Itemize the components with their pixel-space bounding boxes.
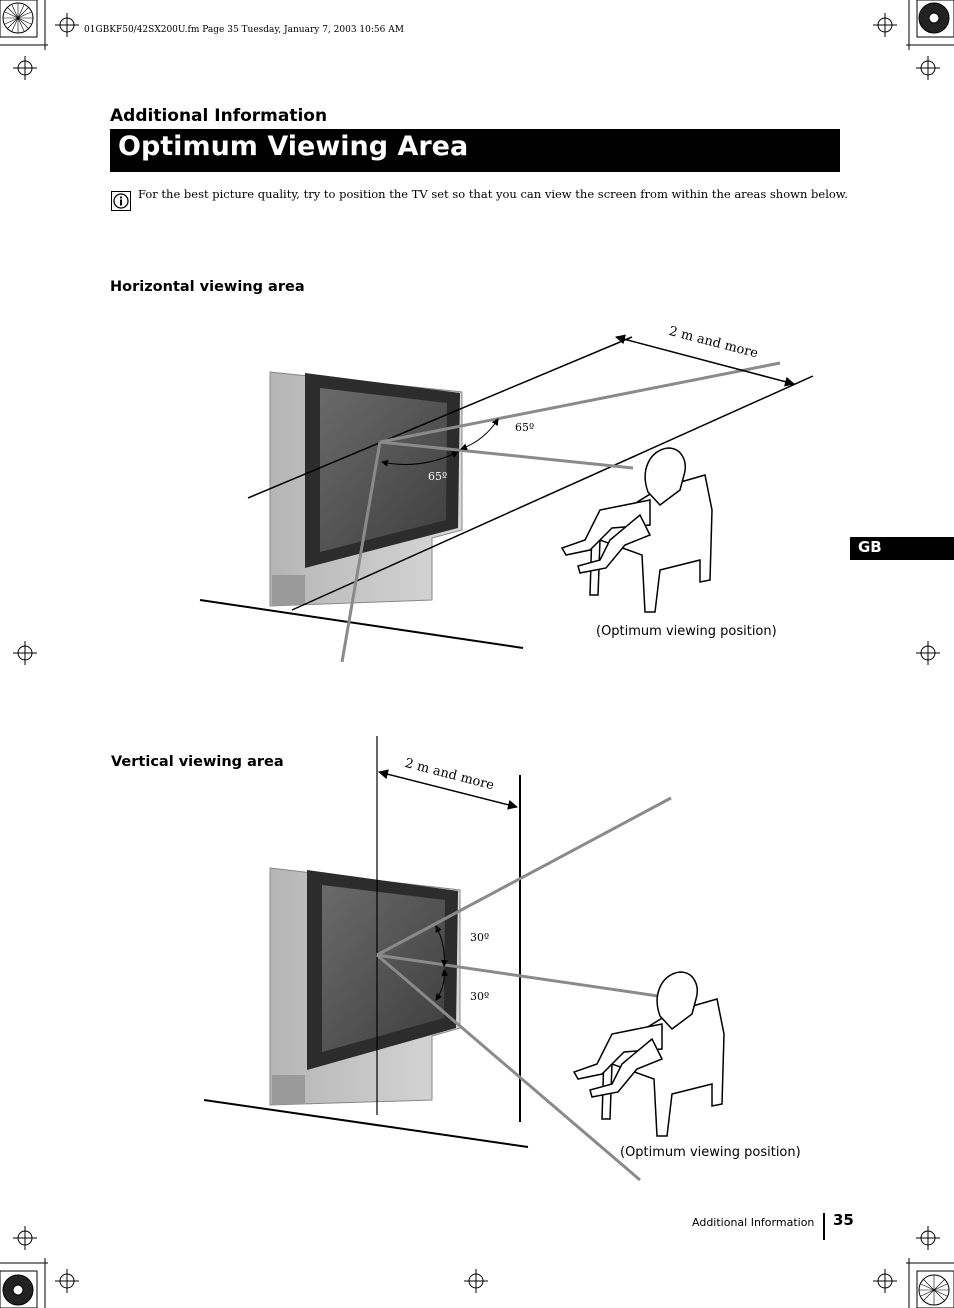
seated-viewer-horizontal (560, 447, 713, 613)
vertical-heading: Vertical viewing area (111, 754, 284, 770)
footer-divider (823, 1213, 825, 1240)
vertical-viewing-diagram (203, 736, 725, 1182)
page-title: Optimum Viewing Area (118, 131, 469, 162)
section-kicker: Additional Information (110, 106, 328, 126)
tv-set-horizontal (269, 371, 463, 607)
seated-viewer-vertical (572, 971, 725, 1137)
language-tab-label: GB (858, 538, 882, 556)
print-header: 01GBKF50/42SX200U.fm Page 35 Tuesday, Ja… (84, 25, 404, 35)
horizontal-angle-inner: 65º (428, 470, 448, 483)
horizontal-heading: Horizontal viewing area (110, 279, 305, 295)
vertical-angle-upper: 30º (470, 931, 490, 944)
language-tab: GB (850, 537, 954, 560)
info-icon (111, 191, 131, 211)
horizontal-viewing-diagram (199, 334, 814, 663)
title-bar: Optimum Viewing Area (110, 129, 840, 172)
info-glyph-icon (113, 193, 129, 209)
horizontal-angle-outer: 65º (515, 421, 535, 434)
footer-section: Additional Information (692, 1216, 815, 1229)
vertical-caption: (Optimum viewing position) (620, 1145, 801, 1160)
vertical-angle-lower: 30º (470, 990, 490, 1003)
horizontal-caption: (Optimum viewing position) (596, 624, 777, 639)
page-number: 35 (833, 1211, 854, 1229)
intro-text: For the best picture quality, try to pos… (138, 187, 848, 201)
tv-set-vertical (269, 867, 461, 1106)
